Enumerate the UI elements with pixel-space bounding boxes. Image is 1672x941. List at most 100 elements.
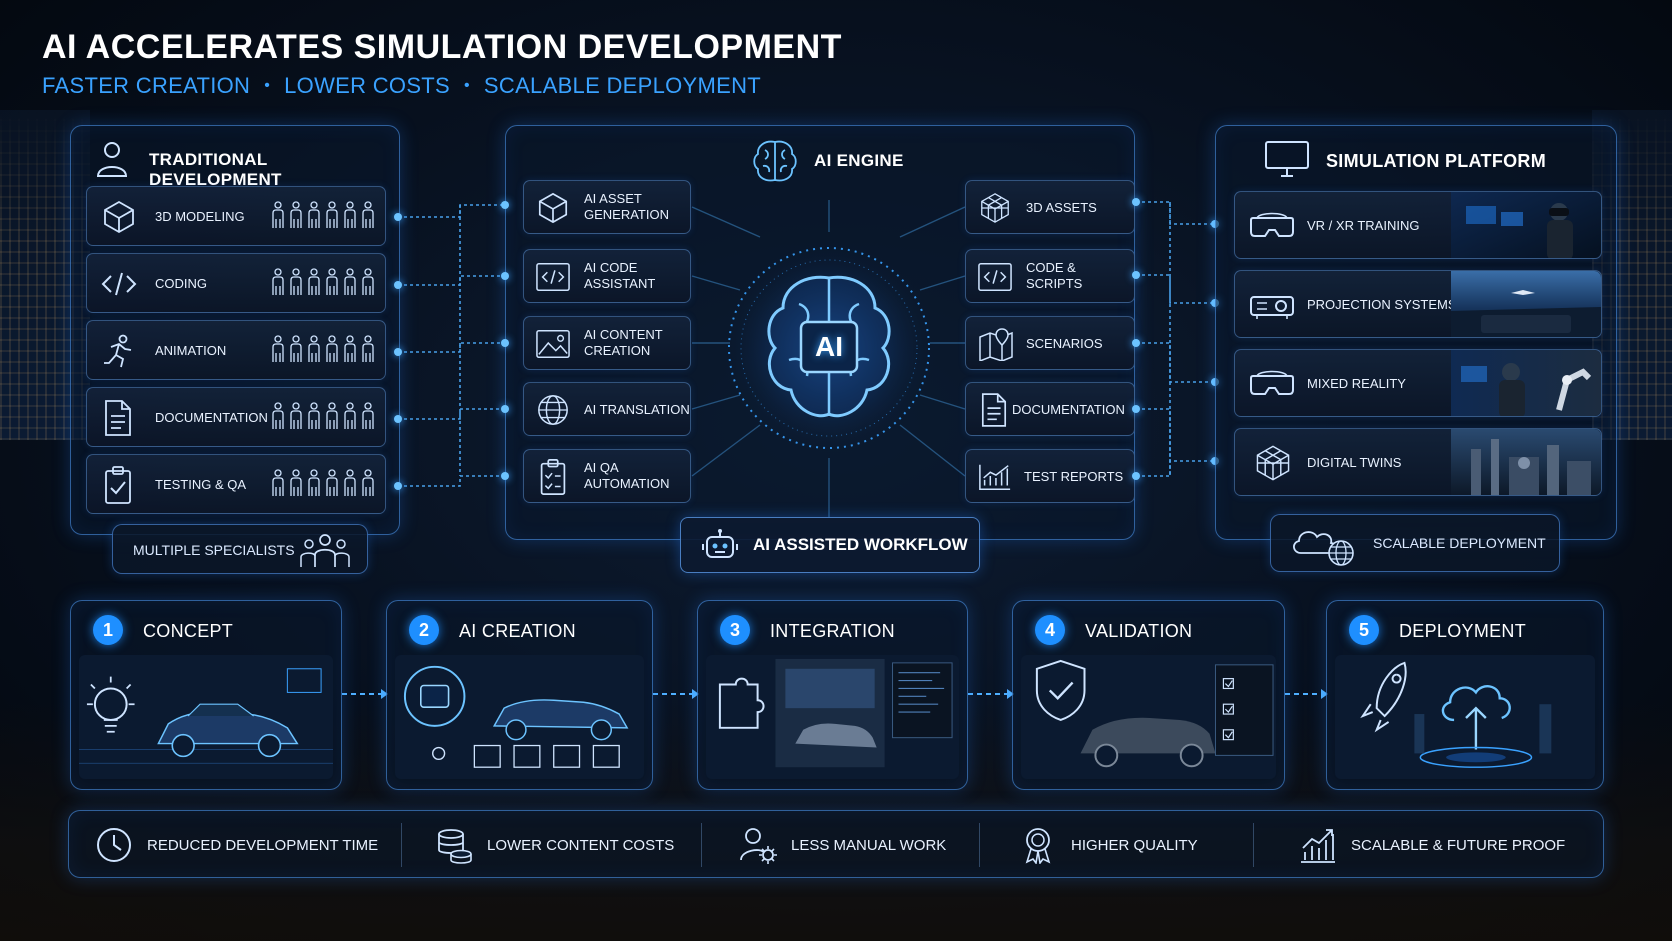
connector-dot [394, 415, 402, 423]
subtitle-separator: • [264, 77, 271, 94]
connector-dot [501, 472, 509, 480]
vr-training-thumbnail [1451, 192, 1601, 258]
traditional-row-3d-modeling: 3D MODELING [86, 186, 386, 246]
benefit-lower-content-costs: LOWER CONTENT COSTS [435, 811, 674, 879]
coins-icon [435, 826, 473, 864]
traditional-row-label: TESTING & QA [155, 477, 247, 492]
benefit-label: REDUCED DEVELOPMENT TIME [147, 836, 379, 854]
specialist-person-icon [290, 402, 302, 429]
benefit-label: LOWER CONTENT COSTS [487, 836, 675, 854]
specialist-person-icon [272, 469, 284, 496]
step-number-badge: 4 [1035, 615, 1065, 645]
engine-output-label: DOCUMENTATION [1012, 402, 1125, 417]
code-icon [536, 262, 570, 292]
platform-row-label: PROJECTION SYSTEMS [1307, 297, 1457, 312]
digital-twins-thumbnail [1451, 429, 1601, 495]
benefit-divider [401, 823, 402, 867]
specialist-person-icon [344, 402, 356, 429]
multiple-specialists-label: MULTIPLE SPECIALISTS [133, 542, 295, 558]
specialist-person-icon [308, 201, 320, 228]
step-ai-creation: 2 AI CREATION [386, 600, 653, 790]
specialist-person-icon [272, 201, 284, 228]
scalable-deployment-badge: SCALABLE DEPLOYMENT [1270, 514, 1560, 572]
specialists-group [271, 469, 375, 497]
connector-dot [1132, 339, 1140, 347]
specialists-group [271, 268, 375, 296]
benefit-reduced-development-time: REDUCED DEVELOPMENT TIME [95, 811, 378, 879]
connector-dot [501, 405, 509, 413]
step-concept: 1 CONCEPT [70, 600, 342, 790]
validation-illustration [1021, 655, 1276, 779]
benefit-less-manual-work: LESS MANUAL WORK [739, 811, 946, 879]
growth-chart-icon [1299, 826, 1337, 864]
step-validation: 4 VALIDATION [1012, 600, 1285, 790]
connector-dot [394, 281, 402, 289]
specialist-person-icon [272, 268, 284, 295]
connector-dot [1132, 198, 1140, 206]
specialist-person-icon [326, 469, 338, 496]
benefit-label: SCALABLE & FUTURE PROOF [1351, 836, 1566, 854]
platform-row-projection-systems: PROJECTION SYSTEMS [1234, 270, 1602, 338]
connector-dot [394, 482, 402, 490]
user-gear-icon [739, 826, 777, 864]
running-figure-icon [101, 333, 137, 369]
traditional-row-coding: CODING [86, 253, 386, 313]
connector-dot [501, 272, 509, 280]
benefit-divider [701, 823, 702, 867]
page-title: AI ACCELERATES SIMULATION DEVELOPMENT [42, 28, 842, 66]
traditional-row-label: DOCUMENTATION [155, 410, 268, 425]
benefit-label: HIGHER QUALITY [1071, 836, 1198, 854]
specialist-person-icon [362, 402, 374, 429]
traditional-row-label: 3D MODELING [155, 209, 245, 224]
step-number-badge: 2 [409, 615, 439, 645]
traditional-row-testing-qa: TESTING & QA [86, 454, 386, 514]
engine-input-label: AI TRANSLATION [584, 402, 690, 417]
mesh-cube-icon [1253, 443, 1293, 483]
person-icon [95, 140, 129, 178]
specialist-person-icon [308, 335, 320, 362]
map-pin-icon [978, 327, 1014, 361]
document-icon [980, 392, 1008, 428]
platform-row-label: MIXED REALITY [1307, 376, 1406, 391]
subtitle-item-scalable-deployment: SCALABLE DEPLOYMENT [483, 73, 762, 98]
step-title: VALIDATION [1085, 621, 1193, 641]
specialist-person-icon [308, 402, 320, 429]
clock-icon [95, 826, 133, 864]
ai-core: AI [719, 238, 939, 458]
benefit-scalable-future-proof: SCALABLE & FUTURE PROOF [1299, 811, 1565, 879]
step-number-badge: 1 [93, 615, 123, 645]
multiple-specialists-badge: MULTIPLE SPECIALISTS [112, 524, 368, 574]
subtitle-separator: • [464, 77, 470, 94]
specialist-person-icon [290, 469, 302, 496]
engine-output-label: TEST REPORTS [1024, 469, 1124, 484]
code-icon [99, 268, 139, 300]
specialists-group [271, 201, 375, 229]
platform-row-digital-twins: DIGITAL TWINS [1234, 428, 1602, 496]
award-icon [1019, 826, 1057, 865]
specialist-person-icon [362, 469, 374, 496]
engine-output-label: CODE &SCRIPTS [1026, 260, 1083, 291]
engine-output-label: 3D ASSETS [1026, 200, 1097, 215]
integration-illustration [706, 655, 959, 779]
engine-output-documentation: DOCUMENTATION [965, 382, 1135, 436]
specialists-group [271, 335, 375, 363]
chart-icon [978, 462, 1012, 492]
connector-dot [1132, 405, 1140, 413]
step-title: AI CREATION [459, 621, 576, 641]
platform-row-mixed-reality: MIXED REALITY [1234, 349, 1602, 417]
projector-icon [1249, 289, 1295, 321]
traditional-development-title: TRADITIONAL DEVELOPMENT [149, 150, 282, 189]
mesh-cube-icon [978, 191, 1012, 225]
benefits-bar: REDUCED DEVELOPMENT TIME LOWER CONTENT C… [68, 810, 1604, 878]
traditional-row-label: ANIMATION [155, 343, 227, 358]
engine-input-ai-translation: AI TRANSLATION [523, 382, 691, 436]
specialist-person-icon [344, 268, 356, 295]
scalable-deployment-label: SCALABLE DEPLOYMENT [1373, 535, 1546, 551]
team-icon [299, 531, 351, 569]
ai-assisted-workflow: AI ASSISTED WORKFLOW [680, 517, 980, 573]
